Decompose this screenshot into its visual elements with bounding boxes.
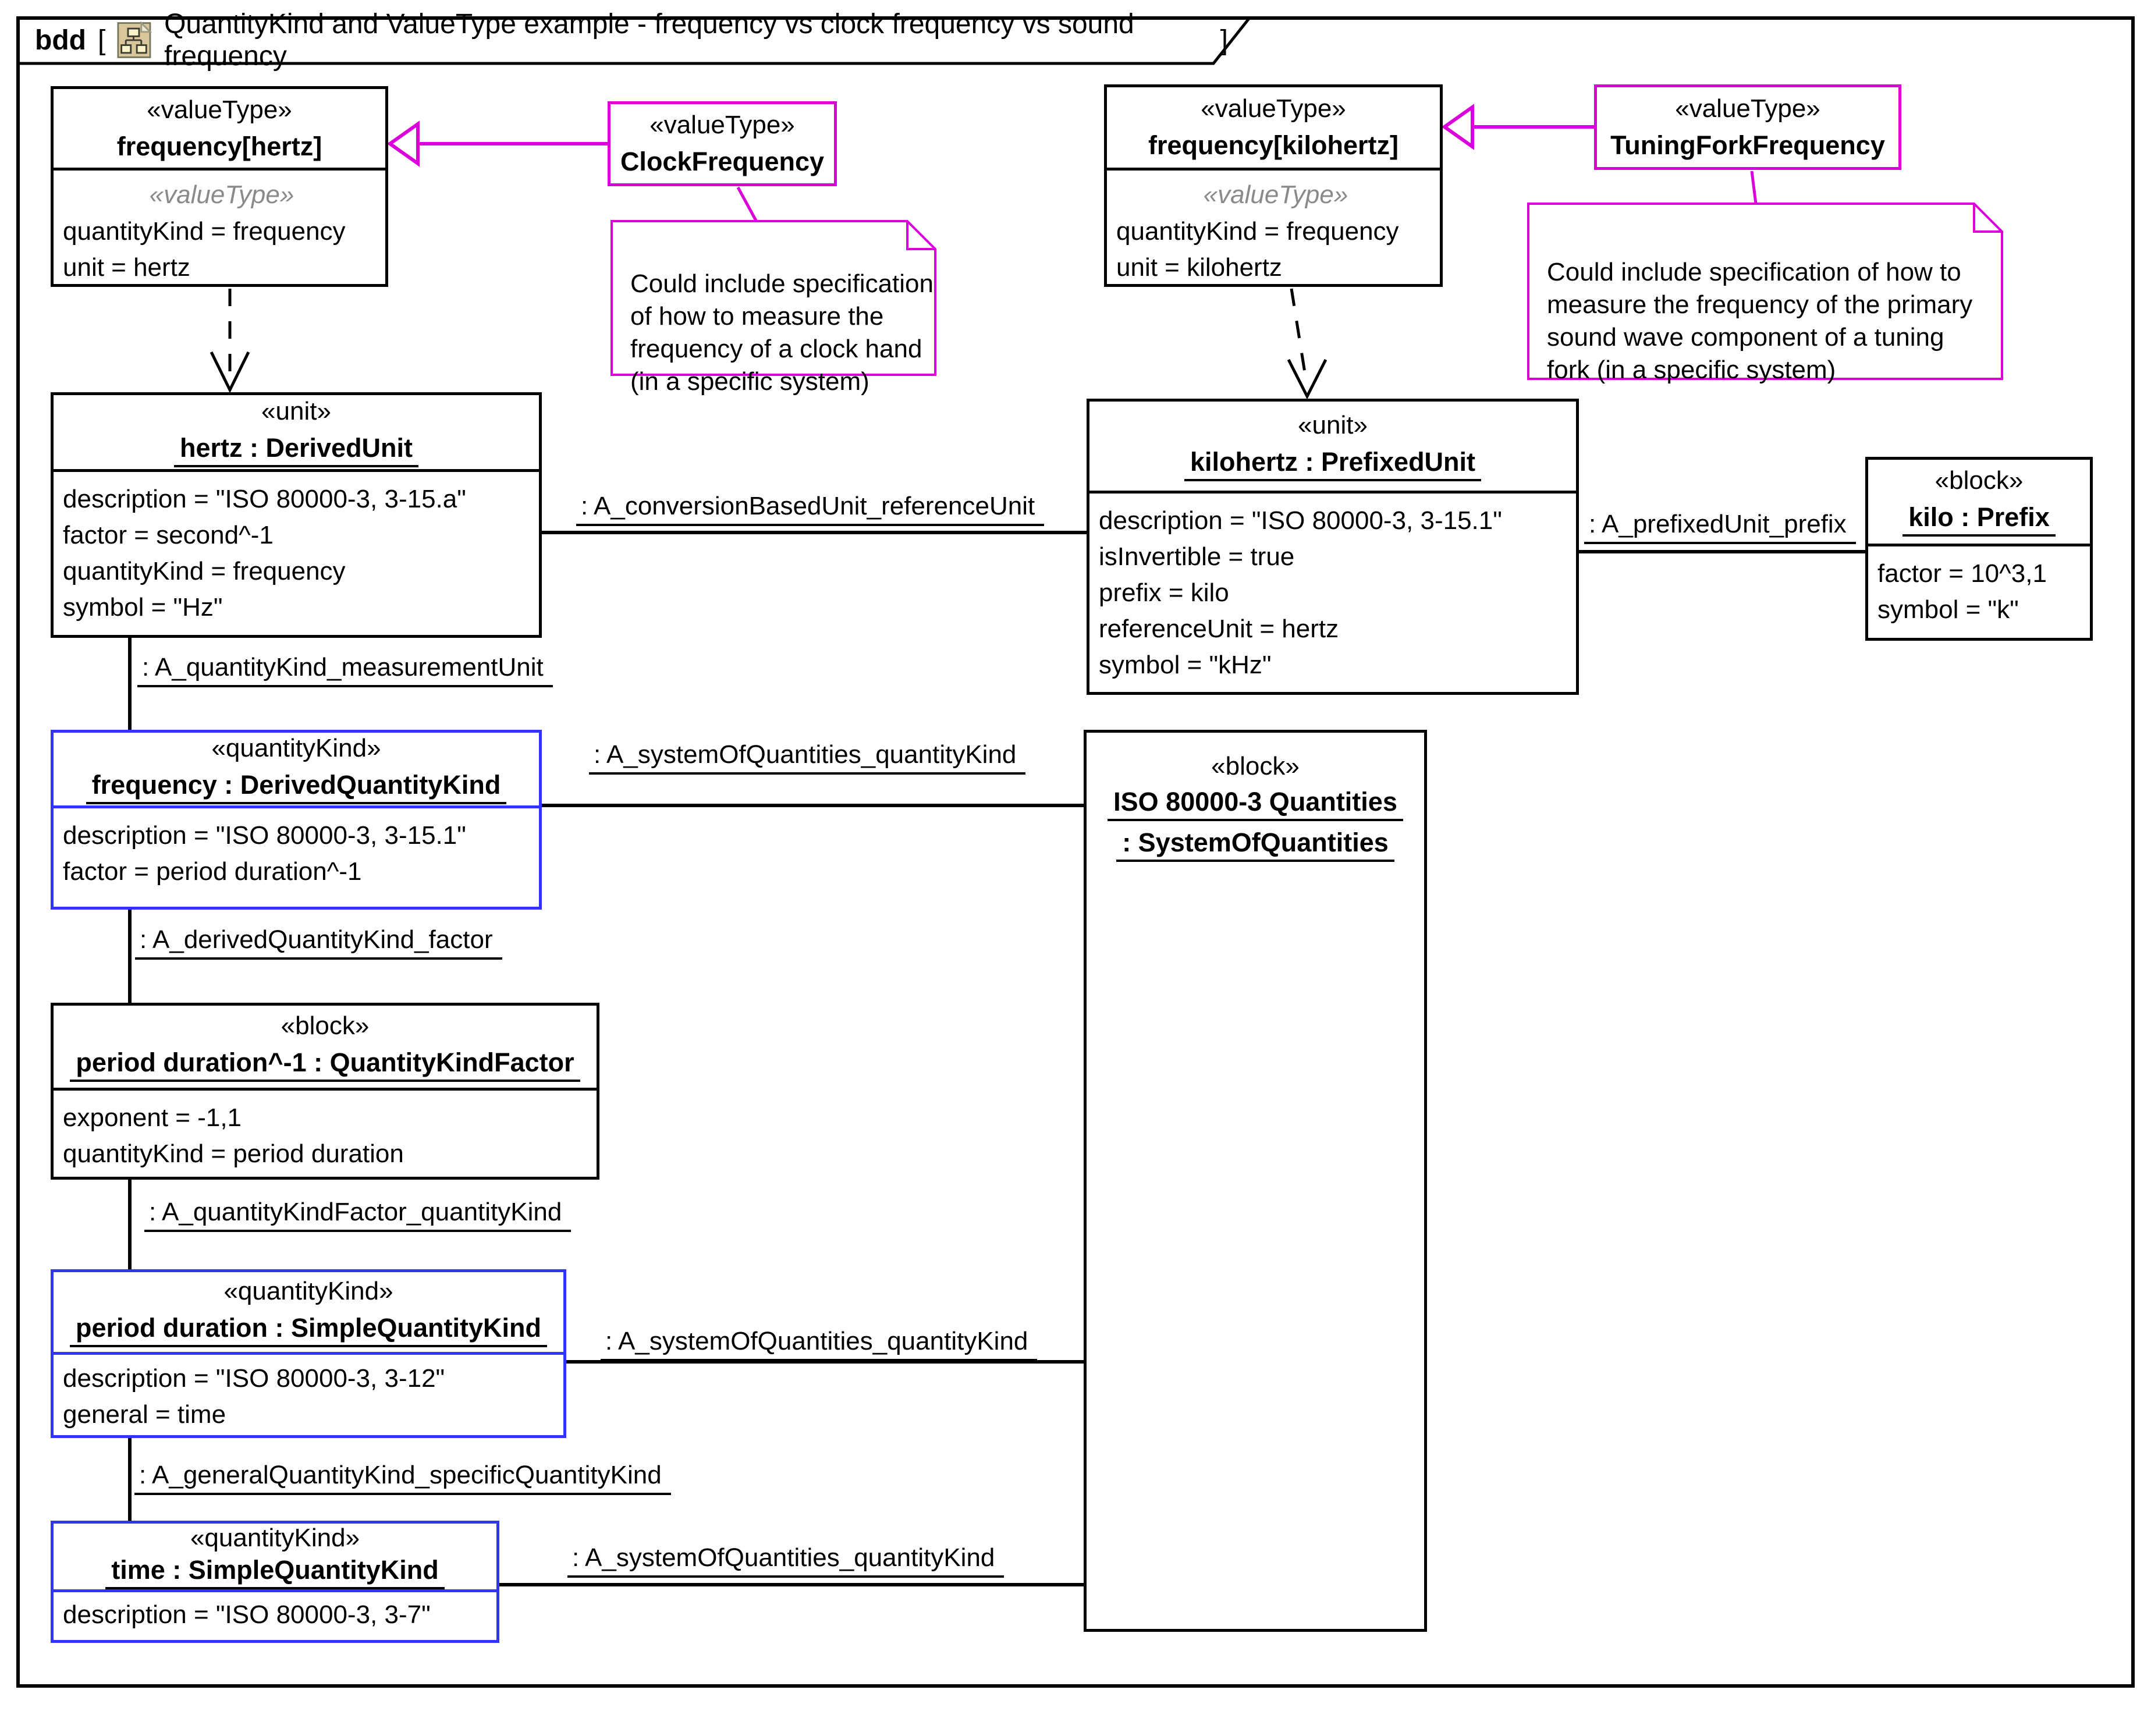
block-name: frequency[kilohertz] — [1148, 130, 1399, 160]
frame-title: QuantityKind and ValueType example - fre… — [164, 9, 1134, 72]
block-name: TuningForkFrequency — [1610, 130, 1885, 160]
attribute: factor = 10^3,1 — [1877, 559, 2047, 588]
stereotype: «valueType» — [649, 111, 795, 139]
attribute: general = time — [63, 1400, 226, 1429]
stereotype: «block» — [281, 1011, 370, 1040]
block-periodduration-simplequantitykind: «quantityKind» period duration : SimpleQ… — [51, 1269, 566, 1438]
frame-title-tab-outline — [18, 17, 1250, 65]
assoc-label-quantitykind-measurementunit: : A_quantityKind_measurementUnit — [137, 653, 553, 687]
note-line: fork (in a specific system) — [1547, 356, 1836, 384]
block-tuningforkfrequency: «valueType» TuningForkFrequency — [1594, 84, 1901, 170]
block-name: period duration^-1 : QuantityKindFactor — [70, 1048, 580, 1082]
compartment-stereotype: «valueType» — [1203, 180, 1348, 209]
attribute: unit = hertz — [63, 253, 190, 282]
note-line: sound wave component of a tuning — [1547, 323, 1944, 352]
block-name: kilohertz : PrefixedUnit — [1184, 447, 1482, 481]
block-frequency-kilohertz: «valueType» frequency[kilohertz] «valueT… — [1104, 84, 1443, 287]
assoc-label-derivedquantitykind-factor: : A_derivedQuantityKind_factor — [135, 925, 502, 960]
attribute: symbol = "kHz" — [1099, 651, 1272, 679]
note-anchor-clockfrequency — [736, 186, 758, 222]
stereotype: «quantityKind» — [211, 733, 381, 762]
generalization-clockfrequency — [386, 120, 608, 167]
attribute: prefix = kilo — [1099, 578, 1229, 607]
assoc-label-conversionbasedunit: : A_conversionBasedUnit_referenceUnit — [576, 492, 1045, 526]
frame-bracket-close: ] — [1220, 24, 1228, 56]
note-line: Could include specification of how to — [1547, 258, 1961, 286]
block-name: time : SimpleQuantityKind — [105, 1555, 445, 1589]
block-hertz-derivedunit: «unit» hertz : DerivedUnit description =… — [51, 392, 542, 638]
frame-title-tab: bdd [ QuantityKind and ValueType example… — [17, 9, 1228, 72]
assoc-label-systemofquantities-period: : A_systemOfQuantities_quantityKind — [601, 1327, 1038, 1361]
note-fold-corner — [1973, 201, 2005, 233]
block-frequency-hertz: «valueType» frequency[hertz] «valueType»… — [51, 86, 388, 287]
block-name: kilo : Prefix — [1902, 503, 2056, 537]
attribute: symbol = "Hz" — [63, 593, 223, 622]
block-clockfrequency: «valueType» ClockFrequency — [608, 101, 837, 186]
stereotype: «valueType» — [1201, 94, 1346, 123]
assoc-label-systemofquantities-time: : A_systemOfQuantities_quantityKind — [567, 1543, 1004, 1578]
assoc-label-generalquantitykind: : A_generalQuantityKind_specificQuantity… — [134, 1461, 671, 1495]
attribute: description = "ISO 80000-3, 3-15.1" — [1099, 506, 1502, 535]
note-line: (in a specific system) — [630, 367, 869, 396]
diagram-icon — [117, 21, 152, 58]
frame-tag: bdd — [35, 24, 86, 56]
note-line: of how to measure the — [630, 302, 884, 331]
block-frequency-derivedquantitykind: «quantityKind» frequency : DerivedQuanti… — [51, 730, 542, 910]
assoc-label-quantitykindfactor: : A_quantityKindFactor_quantityKind — [144, 1198, 572, 1232]
attribute: quantityKind = frequency — [63, 217, 346, 246]
block-name: frequency : DerivedQuantityKind — [86, 770, 507, 804]
stereotype: «valueType» — [1675, 94, 1820, 123]
note-tuningforkfrequency: Could include specification of how to me… — [1527, 201, 2005, 384]
dependency-freqhertz-to-hertz — [210, 289, 250, 393]
block-name-line2: : SystemOfQuantities — [1116, 828, 1394, 862]
block-name: ClockFrequency — [620, 147, 825, 176]
stereotype: «block» — [1211, 752, 1300, 780]
stereotype: «valueType» — [147, 95, 292, 124]
frame-bracket-open: [ — [97, 24, 106, 56]
attribute: exponent = -1,1 — [63, 1103, 242, 1132]
stereotype: «block» — [1935, 466, 2024, 495]
block-kilo-prefix: «block» kilo : Prefix factor = 10^3,1 sy… — [1865, 457, 2093, 641]
note-fold-corner — [906, 218, 938, 250]
note-line: Could include specification — [630, 269, 933, 298]
attribute: isInvertible = true — [1099, 542, 1295, 571]
assoc-label-prefixedunit-prefix: : A_prefixedUnit_prefix — [1584, 510, 1856, 544]
assoc-label-systemofquantities-frequency: : A_systemOfQuantities_quantityKind — [589, 740, 1026, 775]
block-iso-systemofquantities: «block» ISO 80000-3 Quantities : SystemO… — [1084, 730, 1427, 1632]
attribute: referenceUnit = hertz — [1099, 615, 1339, 643]
attribute: description = "ISO 80000-3, 3-15.1" — [63, 821, 466, 850]
attribute: unit = kilohertz — [1116, 253, 1282, 282]
note-clockfrequency: Could include specification of how to me… — [610, 218, 938, 396]
attribute: quantityKind = frequency — [1116, 217, 1399, 246]
block-time-simplequantitykind: «quantityKind» time : SimpleQuantityKind… — [51, 1521, 499, 1643]
block-name: hertz : DerivedUnit — [173, 433, 419, 467]
diagram-frame-border — [16, 16, 2135, 1688]
compartment-stereotype: «valueType» — [149, 180, 294, 209]
stereotype: «quantityKind» — [223, 1276, 393, 1305]
attribute: factor = period duration^-1 — [63, 857, 362, 886]
block-periodduration-factor: «block» period duration^-1 : QuantityKin… — [51, 1003, 599, 1180]
stereotype: «unit» — [1298, 410, 1368, 439]
attribute: factor = second^-1 — [63, 521, 274, 549]
attribute: description = "ISO 80000-3, 3-7" — [63, 1600, 431, 1629]
block-name: period duration : SimpleQuantityKind — [69, 1313, 547, 1347]
block-name-line1: ISO 80000-3 Quantities — [1108, 787, 1403, 821]
block-name: frequency[hertz] — [116, 131, 322, 161]
block-kilohertz-prefixedunit: «unit» kilohertz : PrefixedUnit descript… — [1087, 399, 1579, 695]
attribute: description = "ISO 80000-3, 3-12" — [63, 1364, 445, 1393]
attribute: description = "ISO 80000-3, 3-15.a" — [63, 485, 466, 513]
note-line: frequency of a clock hand — [630, 335, 922, 363]
attribute: quantityKind = period duration — [63, 1139, 404, 1168]
stereotype: «unit» — [261, 396, 331, 425]
stereotype: «quantityKind» — [190, 1523, 360, 1552]
note-anchor-tuningforkfrequency — [1750, 171, 1758, 204]
note-line: measure the frequency of the primary — [1547, 290, 1973, 319]
attribute: quantityKind = frequency — [63, 557, 346, 585]
generalization-tuningforkfrequency — [1441, 104, 1594, 150]
attribute: symbol = "k" — [1877, 595, 2019, 624]
dependency-freqkilohertz-to-kilohertz — [1287, 288, 1327, 400]
